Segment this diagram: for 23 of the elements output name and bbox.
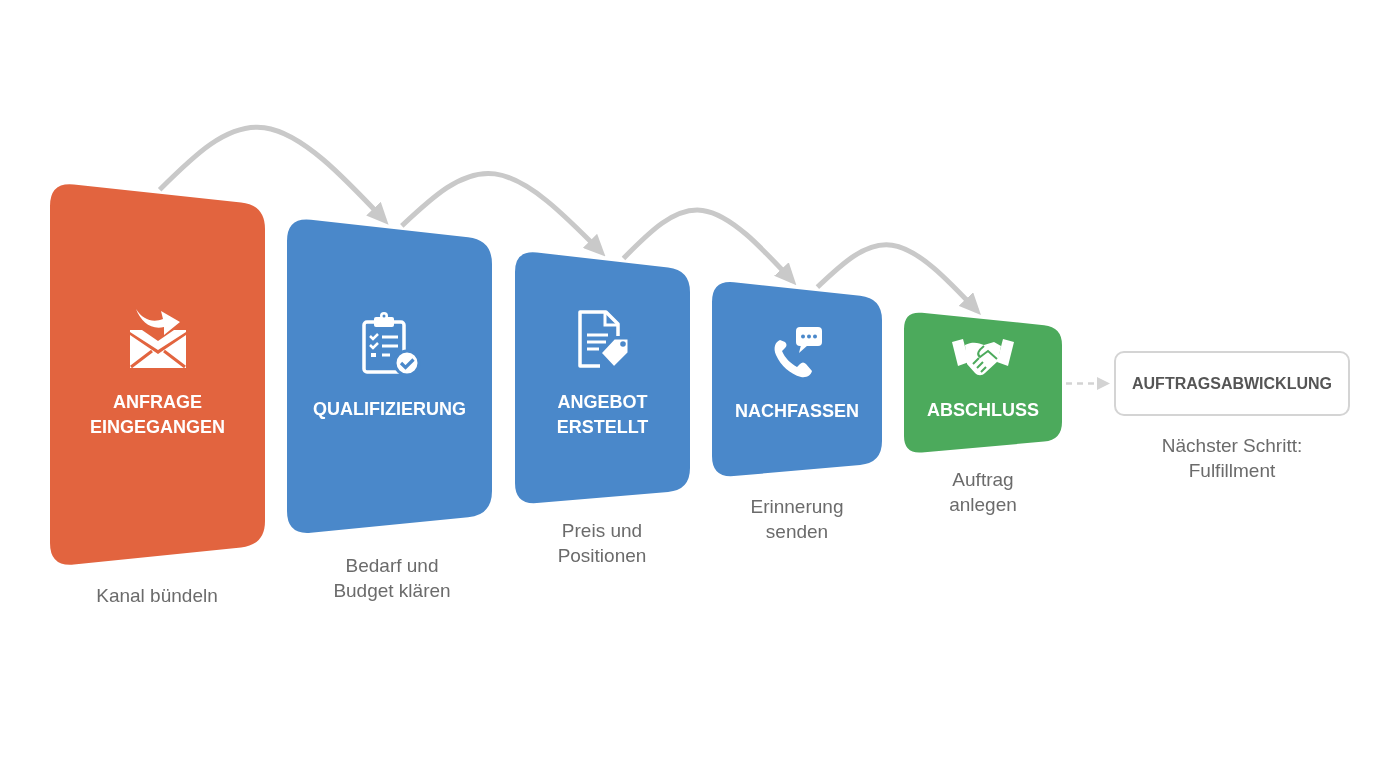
stage-card (515, 250, 690, 505)
stage-card (287, 217, 492, 535)
stage-caption: Bedarf und Budget klären (332, 554, 452, 603)
stage-title: NACHFASSEN (735, 399, 859, 423)
stage-caption: Preis und Positionen (556, 519, 648, 568)
stage-caption: Kanal bündeln (95, 584, 219, 608)
arrow (157, 124, 389, 225)
next-step-box (1114, 351, 1350, 416)
stage-title: ANFRAGE EINGEGANGEN (89, 390, 226, 439)
arrow (400, 171, 606, 257)
stage-card (904, 311, 1062, 454)
arrow (815, 242, 981, 316)
stage-title: ABSCHLUSS (927, 399, 1039, 422)
stage-title: ANGEBOT ERSTELLT (555, 390, 650, 439)
stage-caption: Auftrag anlegen (948, 468, 1018, 517)
stage-caption: Nächster Schritt: Fulfillment (1160, 434, 1304, 483)
stage-title: QUALIFIZIERUNG (313, 397, 466, 421)
next-step-title: AUFTRAGSABWICKLUNG (1132, 374, 1332, 394)
stage-caption: Erinnerung senden (749, 495, 845, 544)
arrow (621, 207, 797, 286)
arrow (1066, 377, 1110, 390)
stage-card (712, 280, 882, 478)
stage-card (50, 182, 265, 567)
